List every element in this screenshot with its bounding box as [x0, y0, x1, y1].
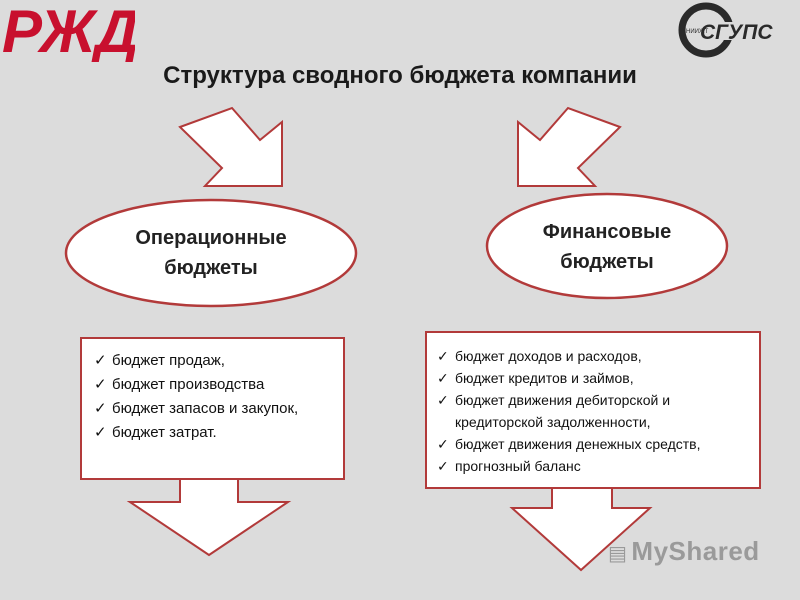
arrow-down-left [126, 477, 292, 557]
page-title: Структура сводного бюджета компании [163, 62, 637, 89]
oval-financial [485, 192, 729, 300]
list-item: бюджет затрат. [88, 421, 335, 445]
presentation-icon: ▤ [608, 543, 628, 565]
sgups-logo: СГУПС НИИЖТ [678, 2, 796, 58]
financial-label-line1: Финансовые [542, 221, 672, 243]
list-item: бюджет производства [88, 373, 335, 397]
list-item: бюджет движения дебиторской и кредиторск… [431, 389, 753, 433]
watermark: ▤MyShared [608, 536, 760, 567]
svg-text:НИИЖТ: НИИЖТ [686, 29, 709, 35]
arrow-down-right-left [178, 106, 283, 187]
list-item: бюджет запасов и закупок, [88, 397, 335, 421]
list-item: бюджет доходов и расходов, [431, 345, 753, 367]
svg-text:СГУПС: СГУПС [700, 21, 773, 44]
operational-budgets-list: бюджет продаж, бюджет производства бюдже… [80, 337, 345, 480]
list-item: бюджет продаж, [88, 349, 335, 373]
list-item: бюджет кредитов и займов, [431, 367, 753, 389]
operational-label-line1: Операционные [135, 227, 287, 249]
oval-operational [64, 198, 358, 308]
operational-label-line2: бюджеты [164, 257, 258, 279]
arrow-down-right [509, 486, 653, 572]
financial-label-line2: бюджеты [560, 251, 654, 273]
watermark-text: MyShared [631, 536, 760, 566]
rzd-logo: РЖД [2, 0, 135, 62]
list-item: прогнозный баланс [431, 455, 753, 477]
arrow-down-left-right [517, 106, 622, 187]
svg-text:РЖД: РЖД [2, 0, 135, 62]
financial-budgets-label: Финансовые бюджеты [497, 217, 717, 277]
list-item: бюджет движения денежных средств, [431, 433, 753, 455]
operational-budgets-label: Операционные бюджеты [100, 223, 322, 283]
financial-budgets-list: бюджет доходов и расходов, бюджет кредит… [425, 331, 761, 489]
